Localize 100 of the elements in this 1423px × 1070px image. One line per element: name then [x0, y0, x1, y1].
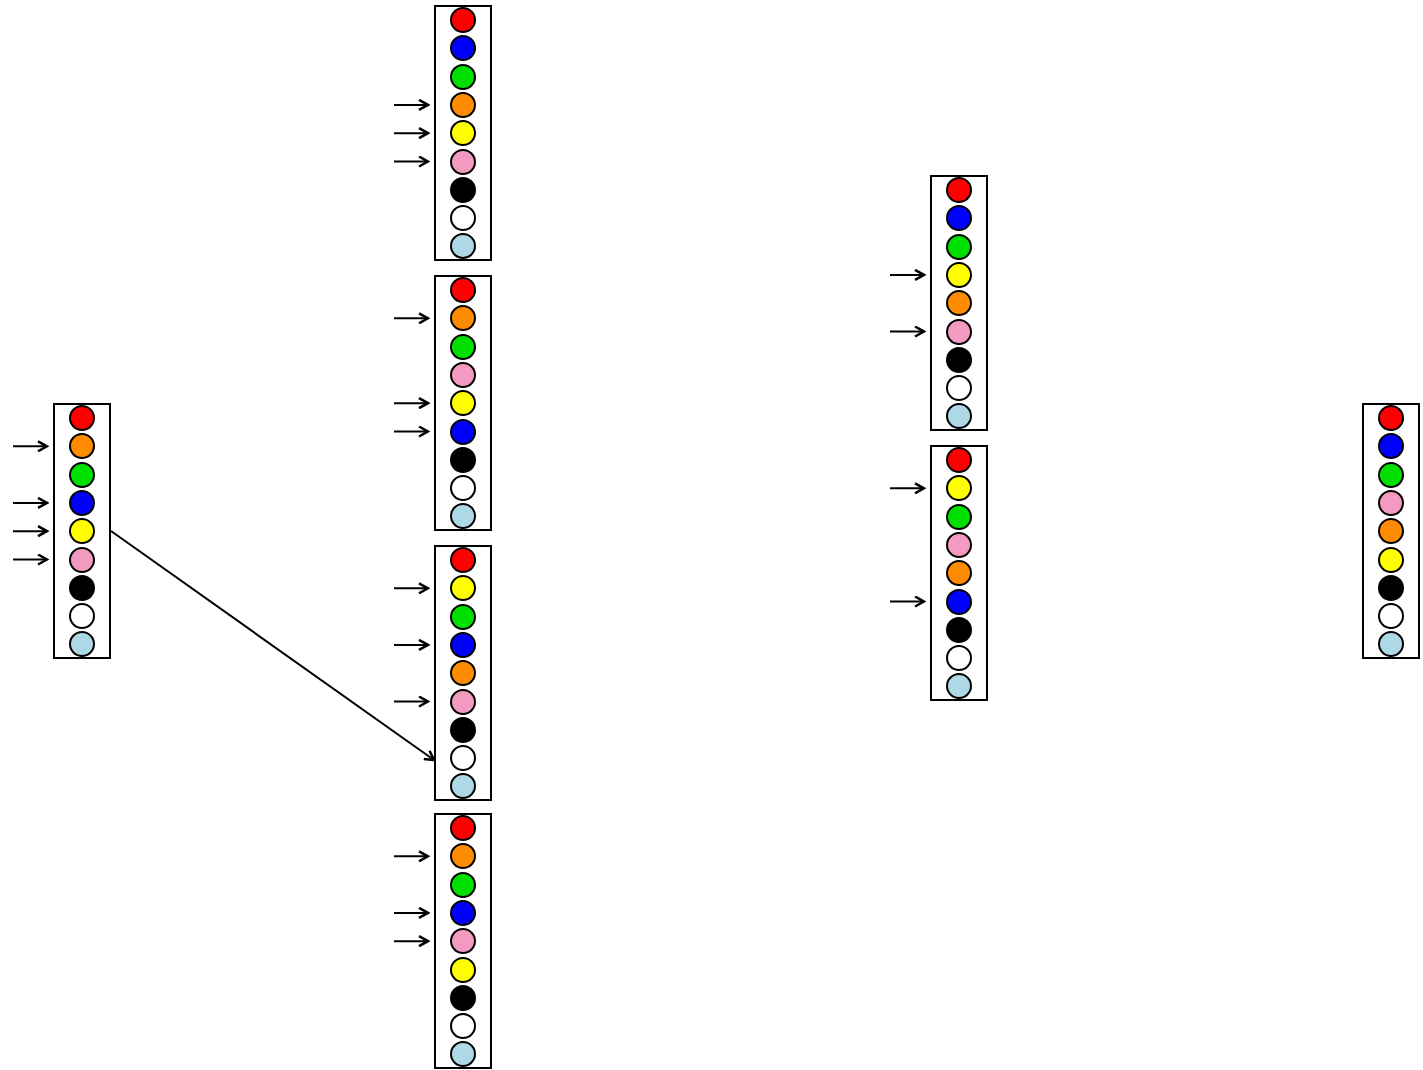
arrow — [12, 496, 49, 510]
arrow — [393, 126, 430, 140]
arrow — [393, 155, 430, 168]
ball-circle — [450, 35, 476, 62]
ball-circle — [450, 7, 476, 33]
arrow — [393, 312, 430, 325]
ball-circle — [450, 956, 476, 983]
arrow — [889, 482, 926, 495]
ball-circle — [450, 333, 476, 360]
ball-circle — [946, 290, 972, 317]
ball-circle — [450, 773, 476, 800]
ball-circle — [946, 346, 972, 373]
arrow — [12, 553, 49, 566]
arrow — [12, 524, 49, 538]
ball-circle — [69, 489, 95, 516]
ball-circle — [450, 660, 476, 687]
tube-box — [434, 813, 492, 1069]
arrow — [393, 98, 430, 112]
ball-circle — [450, 984, 476, 1011]
ball-circle — [450, 120, 476, 147]
ball-circle — [450, 928, 476, 955]
ball-circle — [1378, 574, 1404, 601]
ball-circle — [450, 815, 476, 841]
ball-circle — [1378, 489, 1404, 516]
ball-circle — [946, 503, 972, 530]
ball-circle — [450, 205, 476, 232]
ball-circle — [946, 447, 972, 473]
tube-box — [1362, 403, 1420, 659]
ball-circle — [450, 361, 476, 388]
ball-circle — [946, 205, 972, 232]
arrow — [12, 440, 49, 453]
ball-circle — [946, 233, 972, 260]
ball-circle — [946, 177, 972, 203]
ball-circle — [69, 433, 95, 460]
ball-circle — [450, 899, 476, 926]
ball-circle — [69, 603, 95, 630]
ball-circle — [1378, 631, 1404, 658]
ball-circle — [450, 716, 476, 743]
ball-circle — [946, 645, 972, 672]
ball-circle — [450, 871, 476, 898]
ball-circle — [450, 91, 476, 118]
ball-circle — [450, 446, 476, 473]
arrow — [889, 325, 926, 338]
ball-circle — [69, 631, 95, 658]
ball-circle — [946, 375, 972, 402]
tube-box — [434, 275, 492, 531]
ball-circle — [69, 518, 95, 545]
ball-circle — [69, 461, 95, 488]
ball-circle — [450, 603, 476, 630]
ball-circle — [946, 318, 972, 345]
ball-circle — [946, 616, 972, 643]
ball-circle — [450, 575, 476, 602]
arrow — [393, 582, 430, 595]
arrow — [393, 934, 430, 948]
ball-circle — [1378, 461, 1404, 488]
ball-circle — [450, 745, 476, 772]
ball-circle — [946, 261, 972, 288]
arrow — [393, 425, 430, 438]
ball-circle — [1378, 405, 1404, 431]
ball-circle — [1378, 433, 1404, 460]
tube-box — [434, 545, 492, 801]
ball-circle — [450, 305, 476, 332]
ball-circle — [946, 531, 972, 558]
ball-circle — [1378, 603, 1404, 630]
arrow — [393, 396, 430, 410]
ball-circle — [450, 1013, 476, 1040]
ball-circle — [450, 418, 476, 445]
tube-box — [53, 403, 111, 659]
ball-circle — [450, 148, 476, 175]
ball-circle — [946, 475, 972, 502]
ball-circle — [946, 673, 972, 700]
arrow — [393, 906, 430, 920]
ball-circle — [946, 588, 972, 615]
ball-circle — [450, 503, 476, 530]
arrow — [110, 530, 436, 762]
tube-box — [930, 445, 988, 701]
arrow — [393, 695, 430, 708]
ball-circle — [450, 390, 476, 417]
ball-circle — [946, 560, 972, 587]
ball-circle — [450, 547, 476, 573]
ball-circle — [450, 631, 476, 658]
ball-circle — [450, 1041, 476, 1068]
ball-circle — [450, 63, 476, 90]
arrow — [393, 638, 430, 652]
tube-box — [434, 5, 492, 261]
arrow — [393, 850, 430, 863]
arrow — [889, 595, 926, 608]
ball-circle — [69, 405, 95, 431]
ball-circle — [1378, 518, 1404, 545]
ball-circle — [450, 176, 476, 203]
tube-box — [930, 175, 988, 431]
ball-circle — [69, 546, 95, 573]
ball-circle — [450, 277, 476, 303]
arrow — [889, 268, 926, 282]
ball-circle — [450, 233, 476, 260]
ball-circle — [946, 403, 972, 430]
ball-circle — [69, 574, 95, 601]
ball-circle — [450, 843, 476, 870]
ball-circle — [450, 688, 476, 715]
ball-circle — [450, 475, 476, 502]
